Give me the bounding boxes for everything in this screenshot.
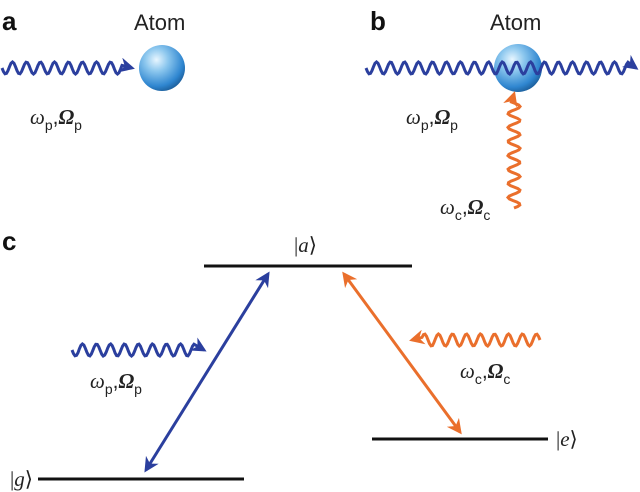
state-e-label: |e⟩ (556, 427, 578, 451)
probe-label-b: ωp,Ωp (406, 105, 458, 133)
probe-transition-arrow (144, 271, 270, 473)
panel-a-label: a (2, 6, 17, 36)
panel-c-label: c (2, 226, 16, 256)
coupling-label-b: ωc,Ωc (440, 195, 490, 223)
probe-label-a: ωp,Ωp (30, 105, 82, 133)
probe-label-c: ωp,Ωp (90, 369, 142, 397)
state-g-label: |g⟩ (10, 467, 33, 491)
coupling-label-c: ωc,Ωc (460, 359, 510, 387)
probe-wave-a (0, 57, 135, 76)
panel-b-label: b (370, 6, 386, 36)
atom-sphere-a (139, 45, 185, 91)
atom-sphere-b (494, 44, 542, 92)
coupling-wave-c (409, 329, 542, 349)
panel-a-atom-label: Atom (134, 10, 185, 35)
coupling-transition-arrow (342, 271, 462, 435)
state-a-label: |a⟩ (294, 233, 317, 257)
coupling-wave-b (503, 91, 523, 210)
probe-wave-b (364, 54, 639, 76)
panel-b-atom-label: Atom (490, 10, 541, 35)
probe-wave-c (70, 337, 207, 358)
